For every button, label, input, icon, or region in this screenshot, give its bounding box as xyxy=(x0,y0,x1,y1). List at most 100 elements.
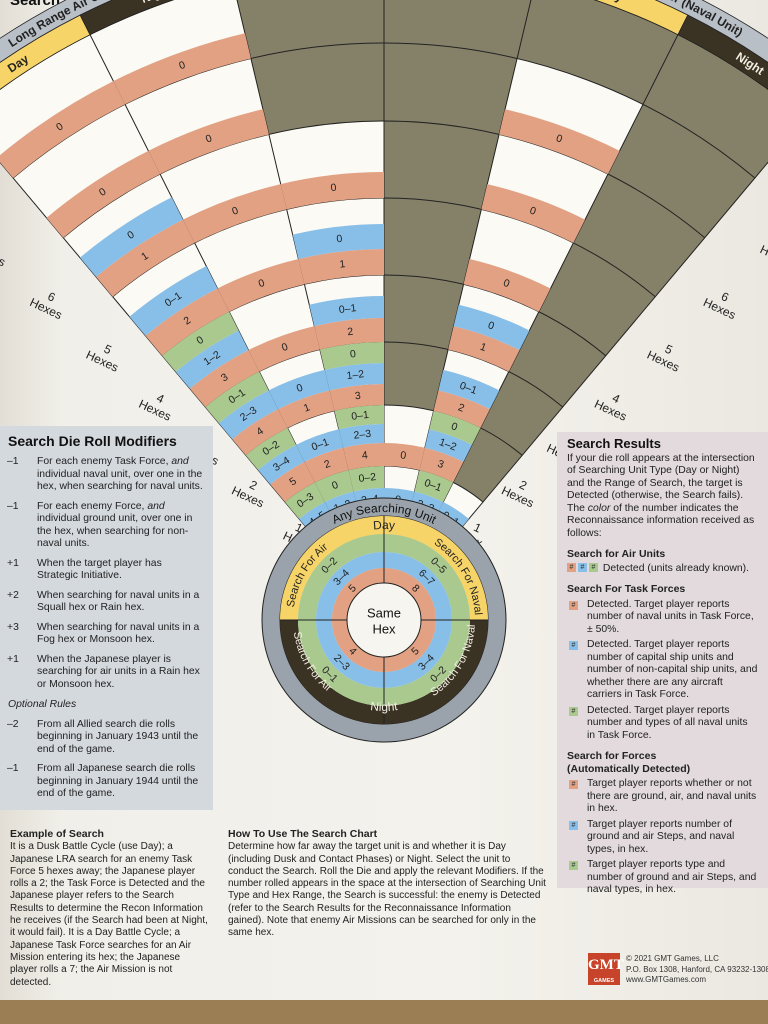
fan-cell-label: 3 xyxy=(219,371,231,384)
fan-cell-label: 0–1 xyxy=(458,380,479,397)
fan-cell-label: 0–1 xyxy=(423,477,444,494)
fan-cell-label: 0–1 xyxy=(351,409,370,423)
fan-cell xyxy=(232,409,288,456)
svg-text:Hexes: Hexes xyxy=(0,242,8,269)
results-title: Search Results xyxy=(567,436,661,451)
color-swatch-icon: # xyxy=(569,780,578,789)
fan-cell xyxy=(258,444,305,485)
example-section: Example of Search It is a Dusk Battle Cy… xyxy=(10,828,210,989)
fan-cell xyxy=(384,443,425,471)
column-divider xyxy=(0,161,327,552)
fan-cell-label: 0–2 xyxy=(358,471,377,485)
fan-cell-label: 0 xyxy=(230,205,240,218)
howto-section: How To Use The Search Chart Determine ho… xyxy=(228,828,546,940)
modifiers-title: Search Die Roll Modifiers xyxy=(8,433,177,449)
fan-cell xyxy=(463,259,551,312)
fan-cell-label: 2 xyxy=(182,314,194,327)
fan-cell xyxy=(280,172,384,210)
fan-cell xyxy=(113,33,251,105)
fan-cell-label: 0 xyxy=(280,341,290,354)
fan-cell-label: 4 xyxy=(254,425,266,438)
fan-cell-label: 0 xyxy=(449,420,459,433)
result-item: #Detected. Target player reports number … xyxy=(557,599,768,637)
fan-cell-label: 0 xyxy=(54,120,66,133)
fan-cell xyxy=(129,266,218,336)
example-title: Example of Search xyxy=(10,828,104,840)
fan-cell xyxy=(145,288,230,356)
fan-cell xyxy=(481,184,586,243)
fan-cell-label: 5 xyxy=(287,475,299,488)
result-item: #Target player reports number of ground … xyxy=(557,819,768,857)
fan-cell-label: 1 xyxy=(478,341,488,354)
fan-cell xyxy=(0,81,126,178)
fan-cell xyxy=(448,326,520,372)
fan-cell xyxy=(268,369,330,410)
fan-cell xyxy=(414,470,454,503)
howto-title: How To Use The Search Chart xyxy=(228,828,378,840)
fan-cell-label: 0 xyxy=(125,229,137,242)
unit-type-header xyxy=(654,0,768,63)
color-swatch-icon: # xyxy=(569,641,578,650)
fan-cell xyxy=(248,326,320,372)
result-item: #Detected. Target player reports number … xyxy=(557,639,768,702)
fan-cell xyxy=(189,350,260,408)
fan-cell xyxy=(429,410,481,445)
color-swatch-icon: # xyxy=(569,820,578,830)
fan-cell xyxy=(162,311,239,372)
fan-cell-label: 0 xyxy=(486,319,496,332)
hex-range-label-left: 7Hexes xyxy=(0,236,8,269)
disc-ring-label: Night xyxy=(370,699,399,714)
fan-cell-label: 0 xyxy=(400,449,407,462)
task-forces-list: #Detected. Target player reports number … xyxy=(557,599,768,743)
hex-range-label-right: 7Hexes xyxy=(758,242,768,269)
fan-cell xyxy=(433,390,490,428)
fan-cell xyxy=(419,447,464,483)
fan-cell-label: 0 xyxy=(204,132,214,145)
fan-cell xyxy=(314,470,354,503)
result-item: #Target player reports type and number o… xyxy=(557,859,768,897)
optional-rules-heading: Optional Rules xyxy=(8,699,77,710)
fan-cell xyxy=(424,429,472,462)
forces-heading: Search for Forces(Automatically Detected… xyxy=(567,750,691,775)
fan-cell xyxy=(96,219,195,297)
column-4-inactive-zone xyxy=(517,0,678,105)
fan-cell xyxy=(314,318,384,350)
fan-cell xyxy=(270,461,315,503)
color-swatch-icon: # xyxy=(569,861,578,870)
color-swatch-icon: # xyxy=(569,600,578,610)
fan-cell xyxy=(304,447,349,483)
fan-cell-label: 0 xyxy=(349,348,356,361)
results-intro: If your die roll appears at the intersec… xyxy=(567,452,755,539)
fan-cell xyxy=(46,150,161,238)
air-units-heading: Search for Air Units xyxy=(567,548,666,560)
fan-cell xyxy=(338,424,384,448)
range-divider xyxy=(12,42,756,179)
fan-cell-label: 2 xyxy=(323,458,333,471)
range-divider xyxy=(112,197,656,298)
fan-cell-label: 4 xyxy=(361,449,368,462)
fan-cell xyxy=(148,109,269,175)
column-5-background xyxy=(424,34,768,552)
result-item: #Detected. Target player reports number … xyxy=(557,705,768,743)
fan-cell xyxy=(324,363,384,391)
blue-swatch-icon: # xyxy=(578,563,587,573)
color-swatch-icon: # xyxy=(569,706,578,716)
fan-cell xyxy=(205,371,269,424)
fan-cell xyxy=(79,197,183,277)
svg-text:7: 7 xyxy=(0,236,1,252)
disc-day-ring xyxy=(280,516,488,620)
fan-cell xyxy=(319,342,384,370)
fan-cell xyxy=(348,466,384,492)
fan-cell-label: 0 xyxy=(295,382,305,395)
disc-night-ring xyxy=(280,620,488,724)
fan-cell-label: 0–1 xyxy=(338,302,357,316)
